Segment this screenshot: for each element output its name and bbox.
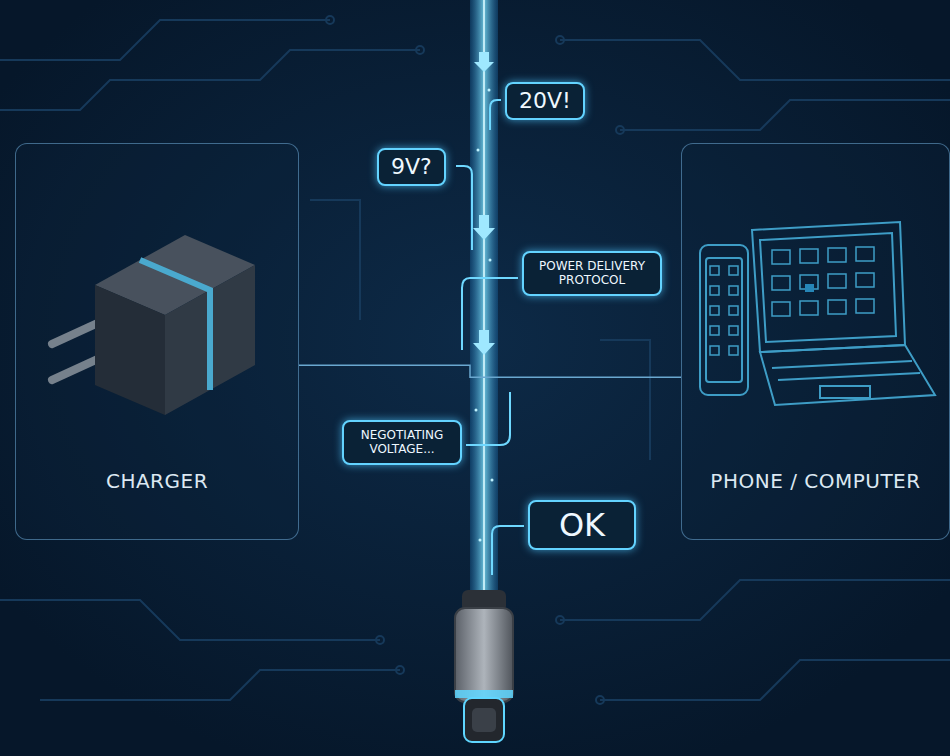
callout-text: 20V! bbox=[519, 88, 571, 114]
callout-box: 20V! bbox=[505, 82, 585, 120]
device-panel: PHONE / COMPUTER bbox=[681, 143, 950, 540]
callout-text: OK bbox=[550, 506, 614, 544]
callout-text: 9V? bbox=[391, 154, 432, 180]
callout-text: POWER DELIVERY PROTOCOL bbox=[534, 259, 650, 288]
callout-box: 9V? bbox=[377, 148, 446, 186]
callout-box: OK bbox=[528, 500, 636, 550]
callout-box: POWER DELIVERY PROTOCOL bbox=[522, 251, 662, 296]
panel-label: PHONE / COMPUTER bbox=[710, 469, 920, 493]
panel-label: CHARGER bbox=[106, 469, 208, 493]
device-panel: CHARGER bbox=[15, 143, 299, 540]
callout-text: NEGOTIATING VOLTAGE... bbox=[354, 428, 450, 457]
callout-box: NEGOTIATING VOLTAGE... bbox=[342, 420, 462, 465]
connector-line bbox=[299, 365, 681, 377]
